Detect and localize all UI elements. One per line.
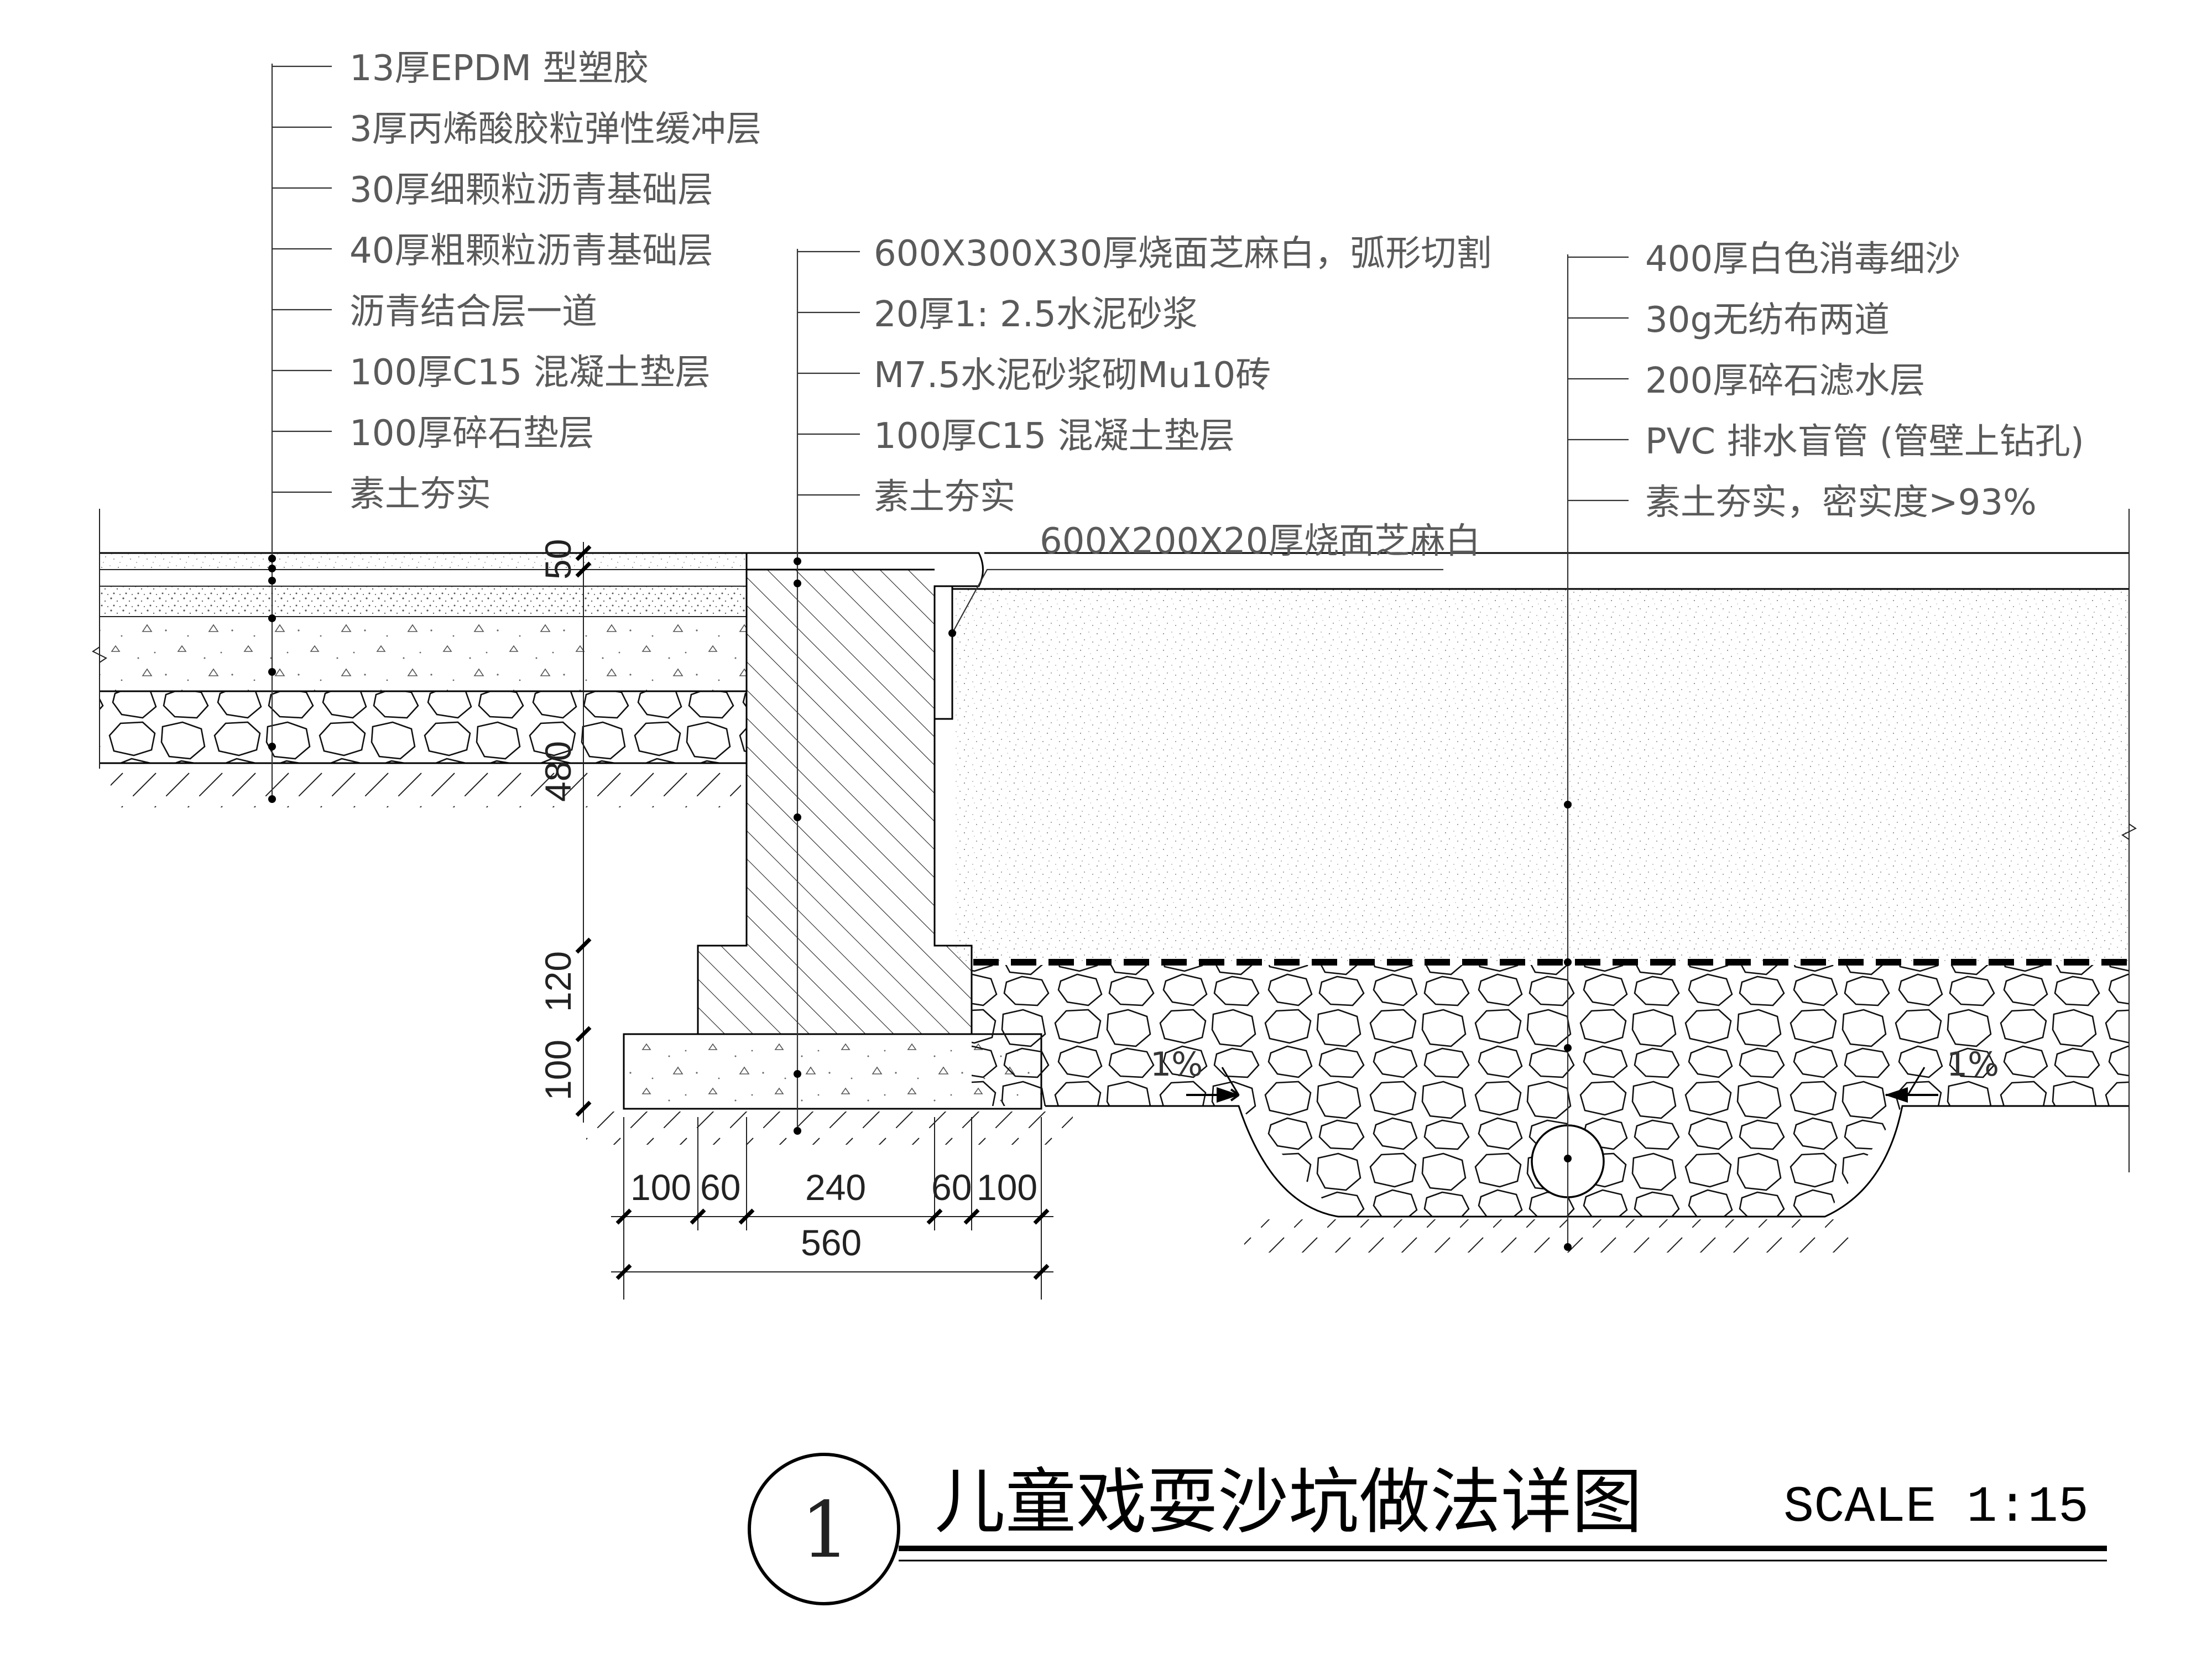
vertical-dimensions: 50 480 120 100 [538,539,592,1123]
left-pavement-section [92,509,747,807]
dim-60-right: 60 [931,1167,972,1208]
right-label-5: 素土夯实，密实度>93% [1645,482,2037,523]
left-label-1: 13厚EPDM 型塑胶 [349,48,649,89]
dim-560: 560 [801,1222,862,1263]
middle-label-1: 600X300X30厚烧面芝麻白，弧形切割 [874,233,1491,274]
dim-480: 480 [538,741,578,802]
middle-label-3: M7.5水泥砂浆砌Mu10砖 [874,355,1271,396]
left-label-2: 3厚丙烯酸胶粒弹性缓冲层 [349,109,761,150]
right-label-1: 400厚白色消毒细沙 [1645,239,1960,280]
dim-100-right: 100 [977,1167,1037,1208]
drawing-scale: SCALE 1:15 [1783,1478,2089,1536]
dim-240: 240 [805,1167,866,1208]
curb-wall-section [586,552,1073,1145]
right-leader [1564,254,1629,1251]
slope-right: 1% [1947,1045,1999,1084]
dim-60-left: 60 [700,1167,740,1208]
dim-100-left: 100 [630,1167,691,1208]
right-label-3: 200厚碎石滤水层 [1645,361,1925,401]
detail-number-circle [748,1453,900,1605]
dim-120: 120 [538,951,578,1012]
left-leader [268,64,332,803]
middle-labels: 600X300X30厚烧面芝麻白，弧形切割 20厚1: 2.5水泥砂浆 M7.5… [874,233,1491,562]
title-block: 1 儿童戏耍沙坑做法详图 SCALE 1:15 [748,1453,2107,1605]
cap-stone-label: 600X200X20厚烧面芝麻白 [1040,521,1480,562]
slope-left: 1% [1150,1045,1203,1084]
dim-50: 50 [538,539,578,580]
drawing-title: 儿童戏耍沙坑做法详图 [935,1461,1642,1543]
middle-label-5: 素土夯实 [874,477,1015,518]
left-label-7: 100厚碎石垫层 [349,413,594,454]
middle-label-4: 100厚C15 混凝土垫层 [874,416,1235,457]
horizontal-dimensions: 100 60 240 60 100 560 [611,1117,1053,1300]
middle-label-2: 20厚1: 2.5水泥砂浆 [874,294,1198,335]
left-label-8: 素土夯实 [349,474,491,515]
middle-leader [794,249,1443,1135]
sand-pit-section: 1% 1% [952,509,2137,1253]
left-label-5: 沥青结合层一道 [349,291,597,332]
right-label-2: 30g无纺布两道 [1645,300,1890,341]
left-label-4: 40厚粗颗粒沥青基础层 [349,231,713,272]
dim-100: 100 [538,1040,578,1100]
right-labels: 400厚白色消毒细沙 30g无纺布两道 200厚碎石滤水层 PVC 排水盲管 (… [1645,239,2084,523]
left-labels: 13厚EPDM 型塑胶 3厚丙烯酸胶粒弹性缓冲层 30厚细颗粒沥青基础层 40厚… [349,48,761,515]
right-label-4: PVC 排水盲管 (管壁上钻孔) [1645,421,2084,462]
detail-number: 1 [801,1485,850,1575]
left-label-6: 100厚C15 混凝土垫层 [349,352,711,393]
left-label-3: 30厚细颗粒沥青基础层 [349,170,713,211]
